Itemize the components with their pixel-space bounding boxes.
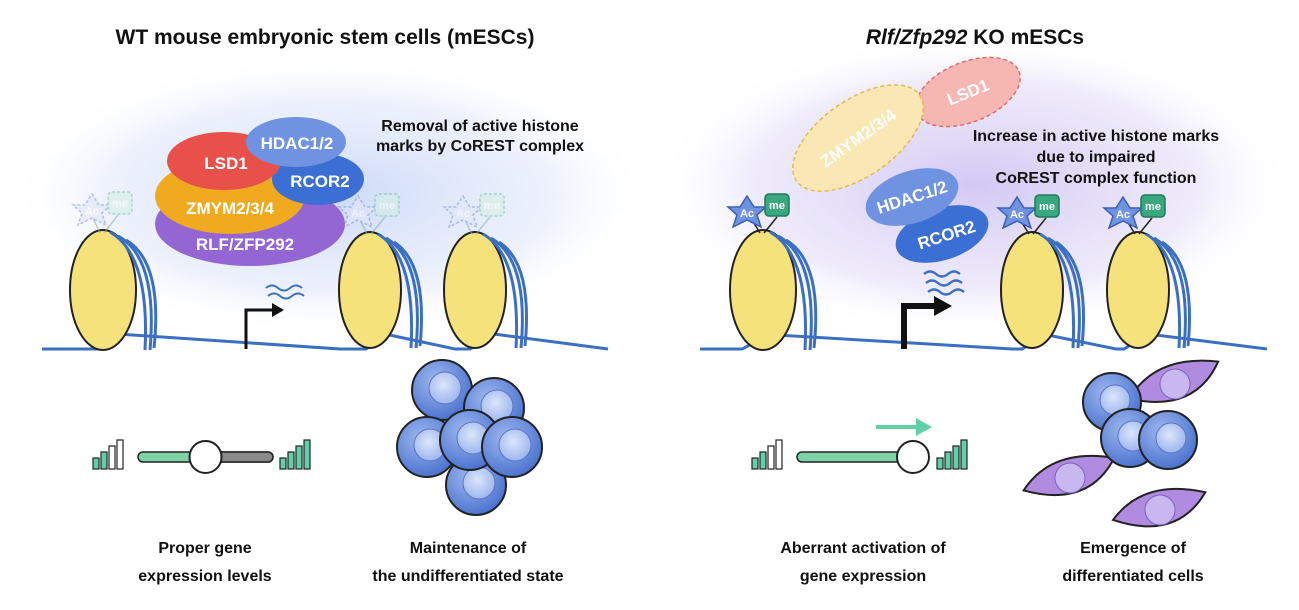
left-title: WT mouse embryonic stem cells (mESCs): [116, 26, 535, 49]
methyl-mark-icon: [1140, 194, 1166, 218]
right-promoter-arrowhead: [934, 296, 952, 316]
differentiated-cell-icon: [1127, 359, 1220, 403]
methyl-mark-icon: [1034, 194, 1060, 218]
right-promoter-arrow-icon: [901, 303, 936, 349]
left-histone-marks-3: Ac me: [442, 193, 505, 235]
left-rlf-label: RLF/ZFP292: [196, 235, 294, 254]
right-me-label-1: me: [769, 200, 785, 212]
right-low-expression-bars-icon: [751, 439, 783, 470]
left-caption-state-2: the undifferentiated state: [372, 568, 563, 585]
right-me-label-2: me: [1039, 201, 1055, 213]
right-annotation-line3: CoREST complex function: [996, 170, 1197, 187]
acetyl-mark-icon: [442, 194, 484, 229]
acetyl-mark-icon: [337, 194, 379, 229]
right-nucleosome-1: [729, 229, 818, 351]
left-hdac-label: HDAC1/2: [261, 134, 334, 153]
right-me-label-3: me: [1145, 201, 1161, 213]
left-histone-marks-1: Ac me: [71, 191, 133, 234]
acetyl-mark-icon: [71, 192, 113, 227]
acetyl-mark-icon: [726, 194, 768, 229]
left-expression-slider: [137, 440, 274, 474]
right-ac-label-1: Ac: [740, 208, 754, 220]
right-hdac-protein: [865, 168, 959, 226]
methyl-mark-icon: [764, 193, 790, 217]
right-shift-arrow-icon: [876, 418, 932, 436]
right-zmym-protein: [792, 84, 924, 192]
left-high-expression-bars-icon: [279, 439, 311, 470]
left-hdac-protein: [246, 117, 346, 167]
right-transcript-waves-icon: [923, 270, 965, 296]
left-transcript-waves-icon: [265, 284, 305, 300]
left-me-label-1: me: [112, 198, 128, 210]
methyl-mark-icon: [479, 193, 505, 217]
right-caption-cells-2: differentiated cells: [1062, 568, 1203, 585]
right-caption-cells-1: Emergence of: [1080, 540, 1186, 557]
right-histone-marks-3: Ac me: [1102, 194, 1166, 235]
left-caption-expression-2: expression levels: [138, 568, 272, 585]
left-ac-label-2: Ac: [351, 208, 365, 220]
left-low-expression-bars-icon: [92, 439, 124, 470]
left-annotation-line2: marks by CoREST complex: [376, 138, 584, 155]
right-high-expression-bars-icon: [936, 439, 968, 470]
left-zmym-label: ZMYM2/3/4: [186, 199, 274, 218]
right-histone-marks-2: Ac me: [996, 194, 1060, 235]
methyl-mark-icon: [107, 191, 133, 215]
stem-cell-icon: [1138, 410, 1198, 470]
differentiated-cell-icon: [1022, 454, 1116, 497]
left-lsd1-label: LSD1: [204, 154, 247, 173]
right-cell-group: [1022, 359, 1220, 528]
right-expression-slider: [796, 440, 930, 474]
left-rcor2-label: RCOR2: [290, 172, 350, 191]
left-slider-knob: [188, 440, 223, 474]
left-histone-marks-2: Ac me: [337, 193, 400, 235]
right-ac-label-3: Ac: [1116, 209, 1130, 221]
right-title-italic: Rlf/Zfp292: [866, 26, 968, 49]
left-stem-cell-cluster: [396, 359, 543, 516]
right-caption-expression-2: gene expression: [800, 568, 926, 585]
right-histone-marks-1: Ac me: [726, 193, 790, 234]
left-promoter-arrow-icon: [244, 308, 272, 349]
left-nucleosome-3: [443, 231, 529, 349]
acetyl-mark-icon: [1102, 195, 1144, 230]
right-annotation-line1: Increase in active histone marks: [973, 128, 1219, 145]
left-corest-complex: RLF/ZFP292 ZMYM2/3/4 RCOR2 LSD1 HDAC1/2: [155, 117, 364, 266]
left-ac-label-1: Ac: [85, 206, 99, 218]
left-ac-label-3: Ac: [456, 208, 470, 220]
left-me-label-3: me: [484, 200, 500, 212]
right-ac-label-2: Ac: [1010, 209, 1024, 221]
right-nucleosome-2: [1000, 231, 1086, 349]
left-promoter-arrowhead: [272, 303, 284, 317]
acetyl-mark-icon: [996, 195, 1038, 230]
methyl-mark-icon: [374, 193, 400, 217]
left-nucleosome-1: [69, 229, 158, 351]
left-nucleosome-2: [338, 231, 424, 349]
right-annotation-line2: due to impaired: [1036, 149, 1155, 166]
differentiated-cell-icon: [1111, 487, 1207, 528]
left-caption-expression-1: Proper gene: [158, 540, 251, 557]
left-caption-state-1: Maintenance of: [410, 540, 527, 557]
left-annotation-line1: Removal of active histone: [381, 118, 578, 135]
right-title: Rlf/Zfp292 KO mESCs: [866, 26, 1084, 49]
right-nucleosome-3: [1106, 231, 1192, 349]
right-title-rest: KO mESCs: [967, 26, 1084, 49]
left-me-label-2: me: [379, 200, 395, 212]
right-slider-knob: [896, 440, 930, 474]
right-caption-expression-1: Aberrant activation of: [780, 540, 946, 557]
